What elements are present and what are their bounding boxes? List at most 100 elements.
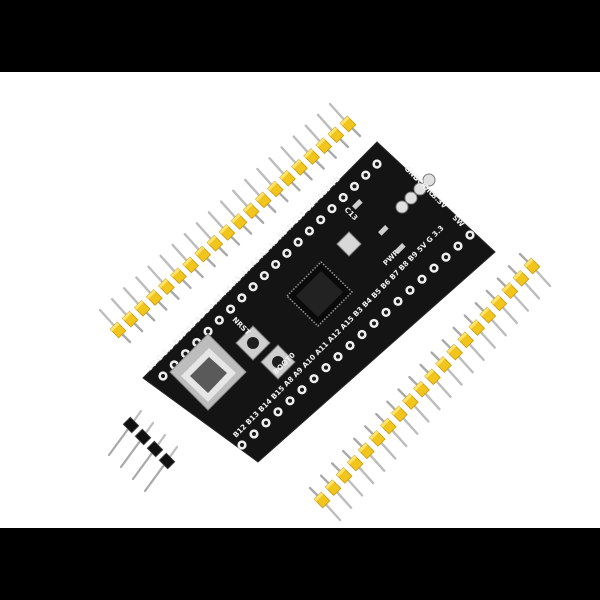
right-pin-header: [308, 252, 552, 522]
right-header-block: [424, 368, 441, 386]
nrst-button[interactable]: [235, 325, 271, 361]
small-header-block: [122, 416, 140, 434]
pin-hole-center: [262, 273, 267, 278]
small-header-block: [134, 428, 152, 446]
pin-hole-center: [251, 431, 257, 437]
pin-hole-center: [239, 442, 245, 448]
pin-hole-center: [407, 288, 413, 293]
pin-hole-center: [299, 387, 305, 392]
left-header-block: [267, 180, 284, 198]
pin-hole-center: [205, 329, 211, 334]
right-header-block: [446, 343, 463, 361]
right-header-block: [523, 257, 541, 275]
left-header-block: [279, 169, 296, 187]
pin-hole-center: [228, 306, 233, 312]
right-header-block: [346, 454, 364, 472]
right-header-block: [512, 269, 530, 287]
boot0-button[interactable]: [260, 344, 296, 380]
pin-hole-center: [160, 373, 166, 379]
usb-c-connector: [169, 333, 247, 411]
right-header-block: [501, 282, 519, 299]
left-header-block: [303, 148, 321, 165]
crystal-component: [336, 231, 362, 257]
pin-hole-center: [371, 321, 377, 326]
pin-hole-center: [443, 255, 449, 260]
right-header-block: [490, 294, 508, 312]
left-header-block: [133, 299, 151, 317]
right-header-block: [402, 393, 419, 410]
power-led-component: [395, 243, 406, 254]
pin-hole-center: [217, 318, 222, 323]
led-component: [352, 199, 363, 210]
left-header-block: [194, 245, 212, 263]
pin-hole-center: [275, 409, 281, 414]
pin-hole-center: [383, 310, 389, 315]
left-header-block: [170, 267, 187, 285]
right-header-block: [368, 430, 386, 447]
pcb-board: 5V G 3.3 B10 B2 B1 B0 A7 A6 A5 A4 A3 A2 …: [142, 141, 496, 463]
pin-hole-center: [251, 284, 256, 289]
pin-hole-center: [431, 266, 437, 271]
right-header-block: [335, 467, 353, 484]
left-header-block: [242, 202, 260, 220]
pin-hole-center: [363, 173, 368, 178]
pin-hole-center: [323, 365, 329, 370]
swd-pads: [395, 173, 436, 214]
pin-hole-center: [341, 195, 346, 200]
left-header-block: [315, 137, 333, 155]
board-illustration: 5V G 3.3 B10 B2 B1 B0 A7 A6 A5 A4 A3 A2 …: [98, 102, 552, 522]
right-header-block: [379, 417, 397, 435]
right-header-block: [435, 356, 452, 373]
right-header-block: [313, 491, 331, 509]
pin-hole-center: [419, 277, 425, 282]
pin-hole-center: [467, 232, 473, 238]
right-header-block: [479, 306, 497, 324]
small-header-block: [158, 452, 176, 470]
pin-hole-center: [347, 343, 353, 348]
left-pin-header: [98, 102, 362, 344]
left-header-block: [230, 213, 248, 230]
pin-hole-center: [455, 243, 461, 249]
pin-hole-center: [296, 240, 301, 245]
left-header-block: [339, 115, 357, 133]
small-header-pin: [131, 447, 157, 481]
pin-hole-center: [273, 262, 278, 267]
small-header-block: [146, 440, 164, 458]
small-header-pin: [143, 459, 169, 493]
right-header-block: [457, 331, 475, 349]
microcontroller-chip: [285, 260, 354, 328]
pin-hole-center: [284, 251, 289, 256]
pin-hole-center: [352, 184, 357, 189]
small-header-pin: [119, 435, 145, 469]
left-header-block: [182, 256, 199, 274]
product-photo: 5V G 3.3 B10 B2 B1 B0 A7 A6 A5 A4 A3 A2 …: [0, 72, 600, 528]
pin-hole-center: [318, 217, 323, 222]
right-header-block: [324, 479, 342, 497]
right-header-block: [357, 442, 375, 460]
left-header-block: [158, 278, 175, 295]
pin-holes: [158, 159, 475, 450]
smd-component: [378, 225, 389, 236]
pin-hole-center: [395, 299, 401, 304]
pin-hole-center: [329, 206, 335, 211]
left-header-block: [121, 310, 139, 328]
pin-hole-center: [359, 332, 365, 337]
left-header-block: [206, 234, 224, 252]
left-header-block: [218, 224, 236, 241]
left-header-block: [145, 289, 163, 306]
right-header-block: [413, 380, 430, 398]
left-header-block: [254, 191, 272, 209]
right-header-block: [468, 319, 486, 336]
pin-hole-center: [335, 354, 341, 359]
pin-hole-center: [172, 362, 177, 367]
pin-hole-center: [307, 228, 312, 234]
small-pin-header: [107, 409, 179, 493]
pin-hole-center: [287, 398, 293, 403]
pin-hole-center: [239, 295, 244, 300]
left-header-block: [109, 321, 127, 339]
right-header-block: [391, 405, 408, 423]
pin-hole-center: [311, 376, 317, 381]
left-header-block: [291, 159, 308, 176]
left-header-block: [327, 126, 345, 144]
small-header-pin: [107, 423, 133, 457]
